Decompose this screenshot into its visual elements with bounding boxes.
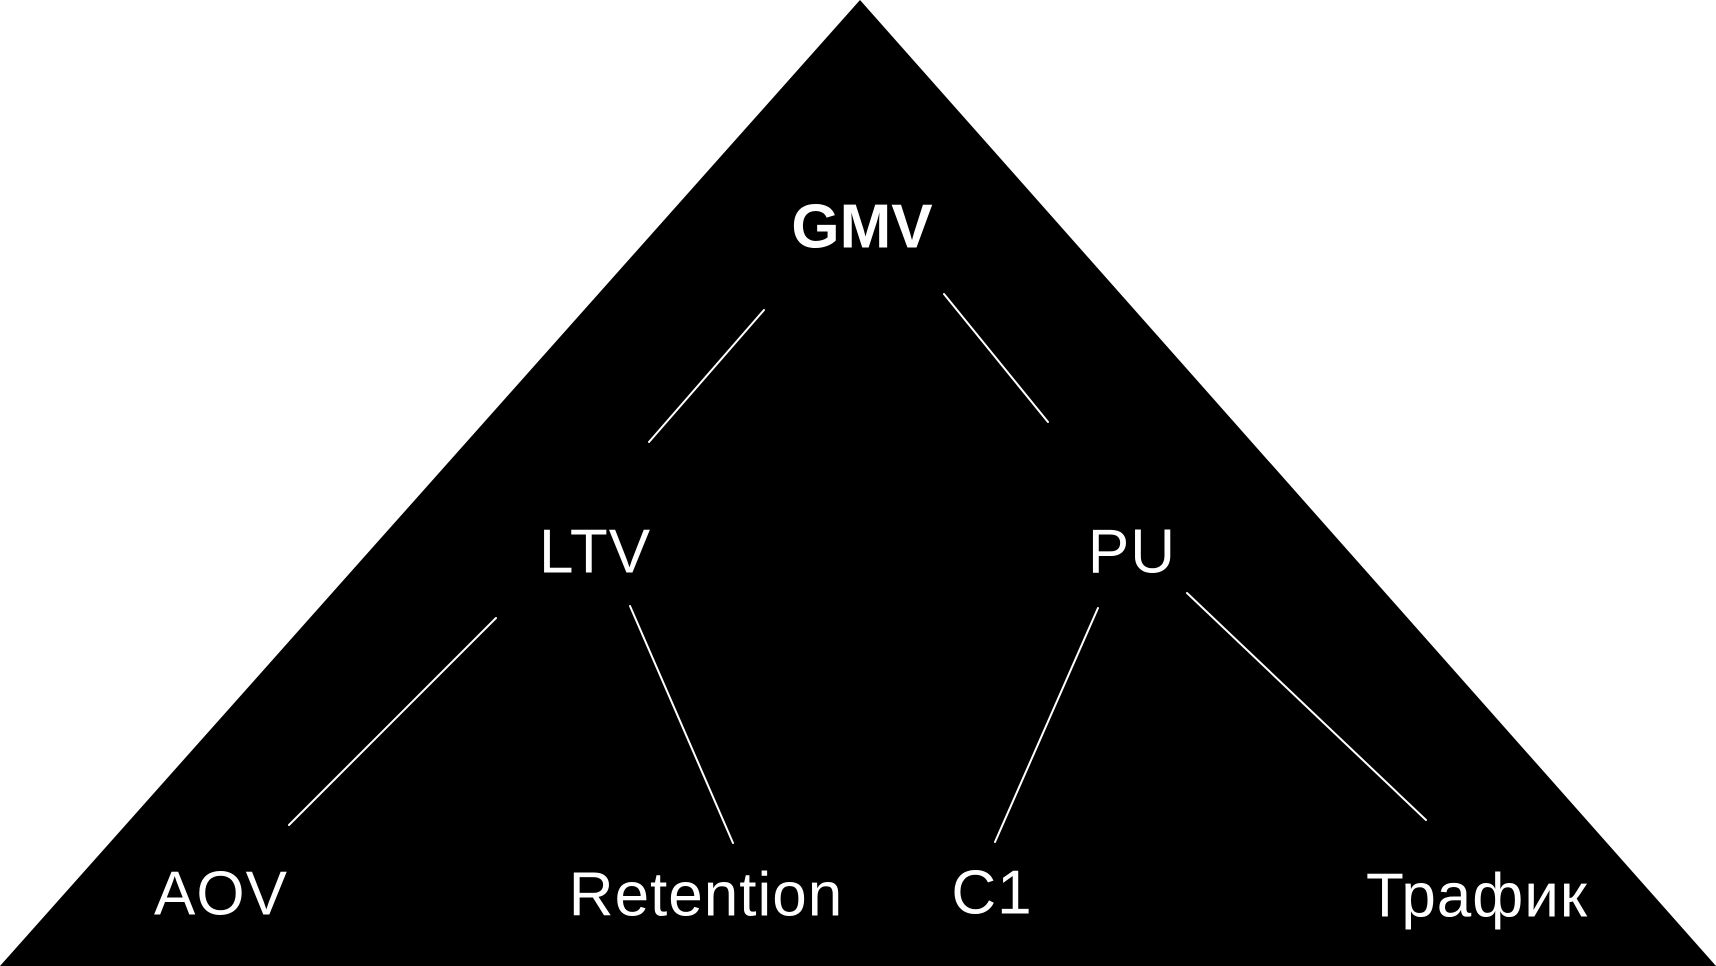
connector-ltv-aov [288, 617, 497, 826]
node-retention: Retention [568, 860, 844, 930]
connector-pu-traffic [1186, 592, 1427, 821]
node-gmv: GMV [791, 192, 933, 262]
node-aov: AOV [154, 859, 288, 929]
node-traffic: Трафик [1365, 861, 1589, 931]
connector-gmv-ltv [648, 309, 765, 443]
node-pu: PU [1087, 517, 1177, 587]
connector-ltv-retention [629, 605, 734, 844]
node-c1: C1 [951, 858, 1033, 928]
node-ltv: LTV [538, 517, 652, 587]
connector-gmv-pu [943, 293, 1049, 423]
connector-pu-c1 [994, 607, 1099, 843]
